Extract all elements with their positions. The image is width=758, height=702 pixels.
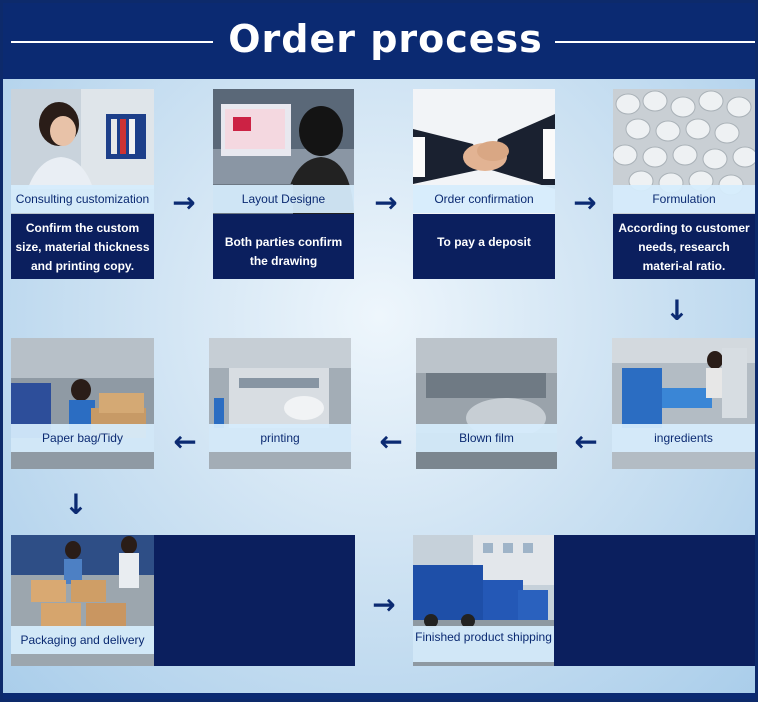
step-label-paper-bag: Paper bag/Tidy [11,424,154,452]
step-desc-formulation: According to customer needs, research ma… [618,221,750,273]
step-label-order-confirmation: Order confirmation [413,185,555,213]
header-rule-left [11,41,213,43]
step-card-formulation: Formulation According to customer needs,… [613,89,755,279]
step-desc-order-confirmation: To pay a deposit [437,235,531,249]
arrow-down-icon: ↓ [665,294,689,327]
arrow-right-icon: → [172,186,196,219]
arrow-right-icon: → [372,588,396,621]
step-label-printing: printing [209,424,351,452]
page-title: Order process [228,17,543,61]
footer-rule [3,693,755,699]
step-desc-layout: Both parties confirm the drawing [224,235,343,268]
step-label-ingredients: ingredients [612,424,755,452]
arrow-left-icon: ← [574,425,598,458]
step-label-blown-film: Blown film [416,424,557,452]
step-card-printing: printing [209,338,351,469]
step-card-blown-film: Blown film [416,338,557,469]
arrow-right-icon: → [573,186,597,219]
step-label-shipping: Finished product shipping [413,626,554,662]
step-label-formulation: Formulation [613,185,755,213]
step-label-consulting: Consulting customization [11,185,154,213]
step-card-layout: Layout Designe Both parties confirm the … [213,89,354,279]
step-card-ingredients: ingredients [612,338,755,469]
arrow-down-icon: ↓ [64,488,88,521]
step-card-packaging: Packaging and delivery [11,535,355,666]
arrow-left-icon: ← [173,425,197,458]
step-label-packaging: Packaging and delivery [11,626,154,654]
step-card-shipping: Finished product shipping [413,535,755,666]
step-card-order-confirmation: Order confirmation To pay a deposit [413,89,555,279]
step-card-paper-bag: Paper bag/Tidy [11,338,154,469]
arrow-right-icon: → [374,186,398,219]
arrow-left-icon: ← [379,425,403,458]
step-card-consulting: Consulting customization Confirm the cus… [11,89,154,279]
header-banner: Order process [3,3,755,79]
header-rule-right [555,41,755,43]
step-desc-consulting: Confirm the custom size, material thickn… [15,221,150,273]
step-label-layout: Layout Designe [213,185,354,213]
